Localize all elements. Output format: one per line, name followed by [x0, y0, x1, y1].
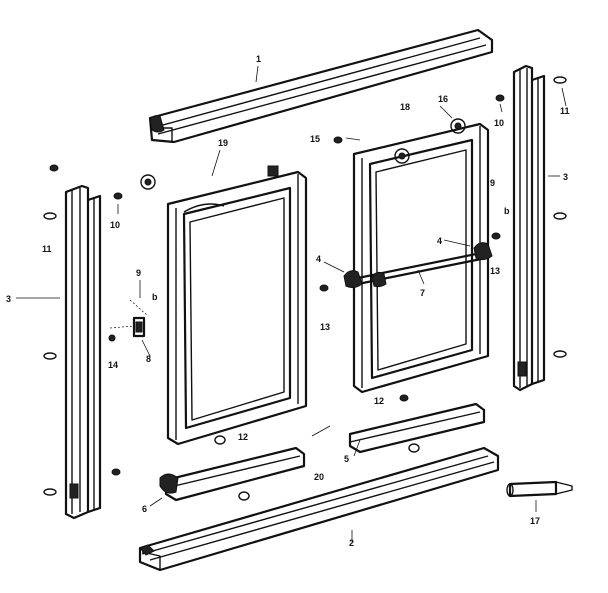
callout-6: 6: [142, 504, 147, 514]
left-door-panel: [140, 165, 308, 446]
callout-20: 20: [314, 472, 324, 482]
callout-11-left: 11: [42, 244, 52, 254]
callout-15: 15: [310, 134, 320, 144]
left-wall-jamb: [64, 184, 102, 520]
callout-3-right: 3: [563, 172, 568, 182]
callout-7: 7: [420, 288, 425, 298]
fasteners: [43, 76, 567, 496]
callout-18: 18: [400, 102, 410, 112]
callout-17: 17: [530, 516, 540, 526]
callout-9-right: 9: [490, 178, 495, 188]
callout-b-left: b: [152, 292, 158, 302]
callout-2: 2: [349, 538, 354, 548]
caulk-tube: [506, 480, 573, 498]
callout-8: 8: [146, 354, 151, 364]
callout-5: 5: [344, 454, 349, 464]
towel-bar: [343, 242, 493, 289]
callout-11-right: 11: [560, 106, 570, 116]
right-wall-jamb: [512, 64, 546, 392]
callout-12-left: 12: [238, 432, 248, 442]
left-bottom-guide: [159, 435, 306, 502]
top-header-track: [148, 28, 494, 144]
right-bottom-guide: [348, 394, 486, 454]
callout-9-left: 9: [136, 268, 141, 278]
callout-b-right: b: [504, 206, 510, 216]
callout-1: 1: [256, 54, 261, 64]
callout-13-right: 13: [490, 266, 500, 276]
callout-16: 16: [438, 94, 448, 104]
callout-4-left: 4: [316, 254, 321, 264]
callout-10-left: 10: [110, 220, 120, 230]
callout-3-left: 3: [6, 294, 11, 304]
callout-14: 14: [108, 360, 118, 370]
callout-19: 19: [218, 138, 228, 148]
bottom-sill-track: [138, 446, 500, 572]
callout-10-right: 10: [494, 118, 504, 128]
right-door-panel: [352, 118, 490, 394]
callout-13-left: 13: [320, 322, 330, 332]
callout-12-right: 12: [374, 396, 384, 406]
callout-4-right: 4: [437, 236, 442, 246]
leader-lines: [16, 65, 567, 542]
door-catch: [109, 299, 149, 338]
